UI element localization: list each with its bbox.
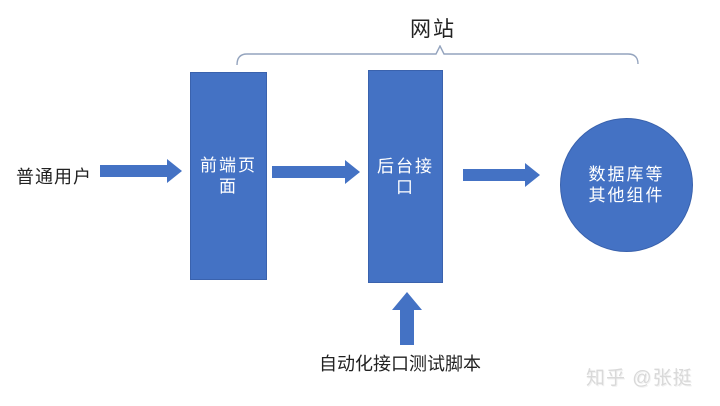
arrow-backend-to-database-icon	[463, 163, 540, 187]
watermark: 知乎 @张挺	[586, 368, 693, 389]
arrow-shape	[392, 292, 422, 345]
backend-label-line2: 口	[396, 177, 415, 197]
ordinary-user-label: 普通用户	[16, 167, 92, 187]
website-bracket	[236, 45, 639, 66]
backend-interface-node: 后台接 口	[368, 70, 443, 283]
frontend-label-line2: 面	[219, 177, 238, 196]
arrow-user-to-frontend-icon	[100, 159, 182, 183]
arrow-shape	[100, 159, 182, 183]
arrow-shape	[272, 160, 360, 184]
backend-interface-label: 后台接 口	[377, 156, 434, 198]
database-components-label: 数据库等 其他组件	[589, 164, 665, 206]
bracket-path	[236, 45, 639, 66]
database-label-line2: 其他组件	[588, 186, 665, 205]
arrow-shape	[463, 163, 540, 187]
database-label-line1: 数据库等	[588, 165, 665, 184]
frontend-page-node: 前端页 面	[190, 72, 267, 280]
website-bracket-label: 网站	[410, 18, 456, 41]
backend-label-line1: 后台接	[377, 156, 434, 176]
database-components-node: 数据库等 其他组件	[560, 118, 693, 252]
arrow-frontend-to-backend-icon	[272, 160, 360, 184]
arrow-testscript-to-backend-icon	[392, 292, 422, 345]
test-script-label: 自动化接口测试脚本	[319, 354, 481, 374]
frontend-page-label: 前端页 面	[200, 155, 257, 197]
frontend-label-line1: 前端页	[200, 156, 257, 175]
